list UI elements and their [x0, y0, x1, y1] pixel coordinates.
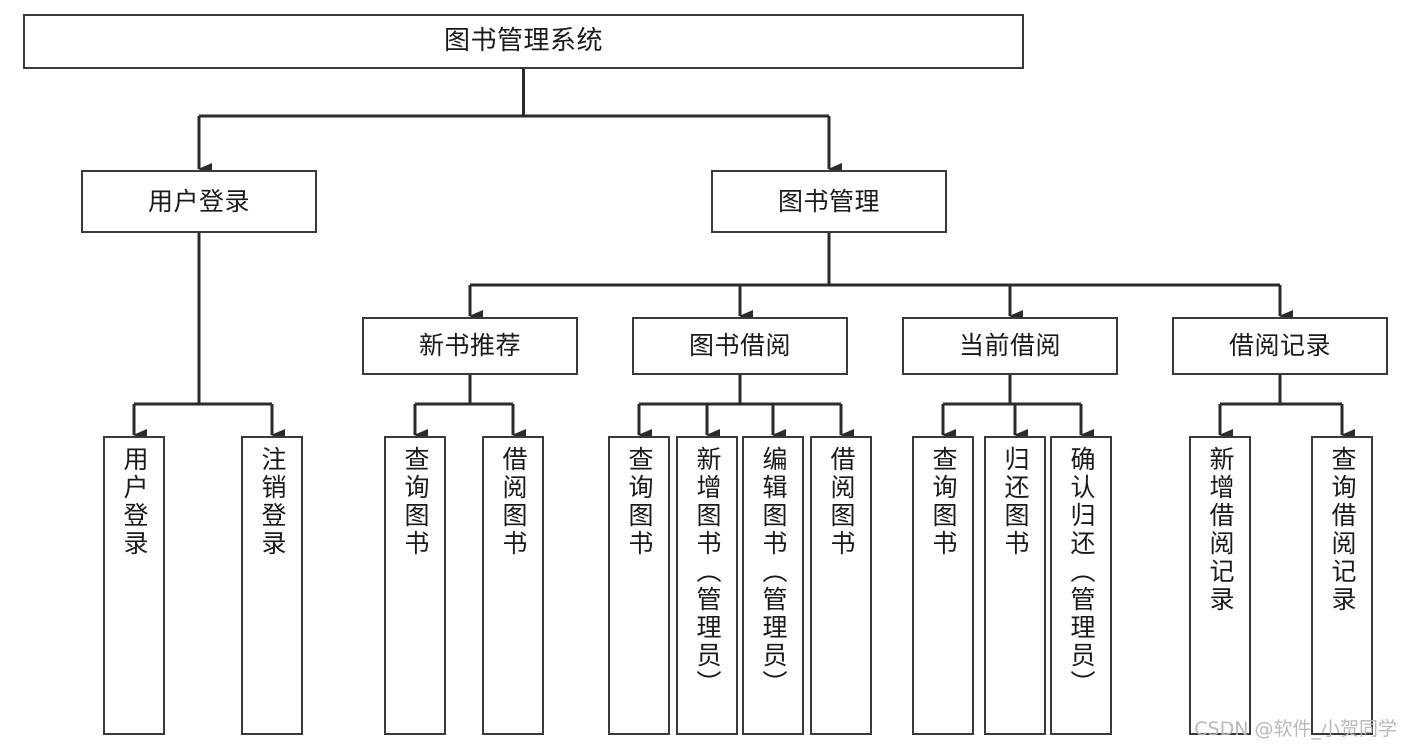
- node-label: 查询图书: [401, 446, 430, 558]
- node-label: 借阅记录: [1228, 331, 1331, 360]
- node-book-manage[interactable]: 图书管理: [711, 170, 947, 233]
- node-leaf-bb-query[interactable]: 查询图书: [608, 436, 670, 735]
- node-label: 查询图书: [929, 446, 958, 558]
- node-label: 图书借阅: [688, 331, 791, 360]
- node-label: 查询借阅记录: [1328, 446, 1357, 614]
- node-label: 归还图书: [1001, 446, 1030, 558]
- node-leaf-user-login[interactable]: 用户登录: [103, 436, 165, 735]
- node-leaf-user-logout[interactable]: 注销登录: [241, 436, 303, 735]
- node-leaf-bb-add[interactable]: 新增图书（管理员）: [676, 436, 738, 735]
- node-label: 编辑图书（管理员）: [759, 446, 788, 698]
- node-root[interactable]: 图书管理系统: [23, 14, 1024, 69]
- node-leaf-rec-borrow[interactable]: 借阅图书: [482, 436, 544, 735]
- node-cur-borrow[interactable]: 当前借阅: [902, 317, 1118, 375]
- node-new-book-rec[interactable]: 新书推荐: [362, 317, 578, 375]
- node-leaf-br-query[interactable]: 查询借阅记录: [1311, 436, 1373, 735]
- node-label: 用户登录: [120, 446, 149, 558]
- node-label: 用户登录: [147, 186, 250, 216]
- node-leaf-bb-edit[interactable]: 编辑图书（管理员）: [742, 436, 804, 735]
- node-label: 借阅图书: [827, 446, 856, 558]
- node-leaf-cb-confirm[interactable]: 确认归还（管理员）: [1050, 436, 1112, 735]
- watermark-text: CSDN @软件_小贺同学: [1194, 718, 1397, 740]
- node-label: 当前借阅: [958, 331, 1061, 360]
- node-label: 借阅图书: [499, 446, 528, 558]
- node-label: 新增图书（管理员）: [693, 446, 722, 698]
- node-book-borrow[interactable]: 图书借阅: [632, 317, 848, 375]
- node-label: 注销登录: [258, 446, 287, 558]
- node-label: 图书管理系统: [443, 25, 603, 56]
- node-leaf-br-add[interactable]: 新增借阅记录: [1189, 436, 1251, 735]
- node-leaf-cb-return[interactable]: 归还图书: [984, 436, 1046, 735]
- node-user-login[interactable]: 用户登录: [81, 170, 317, 233]
- node-label: 图书管理: [777, 186, 880, 216]
- node-label: 新增借阅记录: [1206, 446, 1235, 614]
- node-leaf-cb-query[interactable]: 查询图书: [912, 436, 974, 735]
- edge-paths: [132, 69, 1355, 441]
- node-label: 确认归还（管理员）: [1067, 446, 1096, 698]
- node-label: 新书推荐: [418, 331, 521, 360]
- node-label: 查询图书: [625, 446, 654, 558]
- node-leaf-bb-borrow[interactable]: 借阅图书: [810, 436, 872, 735]
- node-leaf-rec-query[interactable]: 查询图书: [384, 436, 446, 735]
- node-borrow-rec[interactable]: 借阅记录: [1172, 317, 1388, 375]
